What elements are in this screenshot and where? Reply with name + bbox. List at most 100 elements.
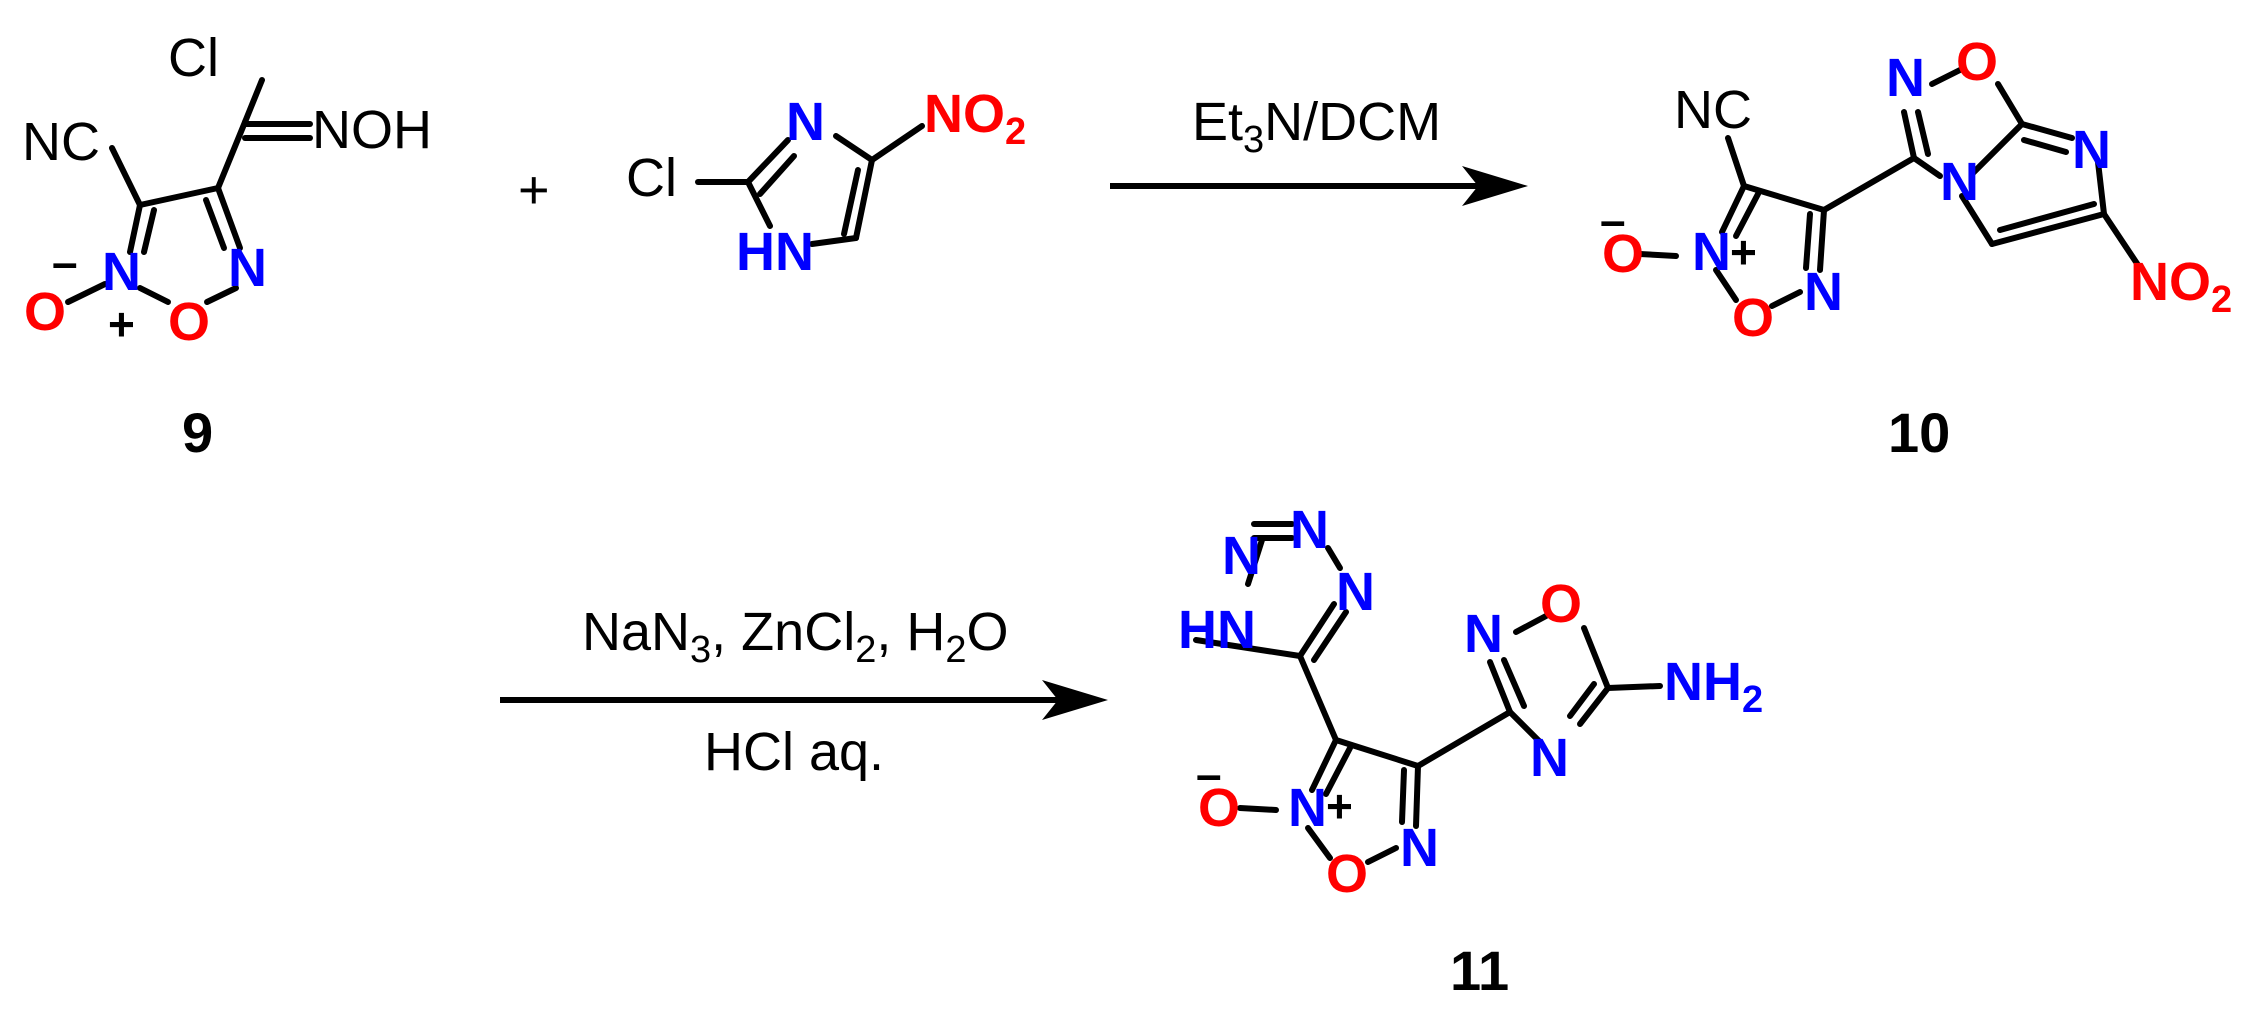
nitroimidazole-structure: Cl N HN NO2 (626, 84, 1026, 282)
compound-label-9: 9 (182, 401, 213, 464)
bond (1513, 613, 1549, 635)
atom-o: O (168, 292, 210, 352)
compound-label-10: 10 (1888, 401, 1950, 464)
bond (1333, 737, 1421, 769)
bond (1915, 109, 1931, 157)
bond (841, 167, 861, 237)
atom-n: N (786, 92, 825, 152)
bond (1193, 637, 1303, 659)
bond (1817, 207, 1827, 273)
atom-o: O (24, 282, 66, 342)
bond (757, 153, 797, 197)
compound-10-structure: NC N N O O – + N O N N NO2 (1600, 32, 2232, 348)
compound-9-structure: Cl NOH NC N N O O – + (22, 28, 432, 352)
atom-cl: Cl (626, 148, 677, 208)
atom-cl: Cl (168, 28, 219, 88)
bond (1567, 681, 1597, 719)
bond (141, 207, 157, 255)
bond (1713, 267, 1739, 303)
bond (65, 281, 108, 305)
bond (1989, 211, 2107, 247)
nitro-group: NO2 (2130, 252, 2232, 321)
bond (1323, 745, 1353, 797)
nitro-group: NO2 (924, 84, 1026, 153)
bond (2101, 211, 2143, 271)
bond (1245, 537, 1265, 587)
bond (1605, 683, 1663, 691)
bond (1959, 193, 1995, 247)
atom-n: N (1288, 778, 1327, 838)
atom-o: O (1198, 778, 1240, 838)
bond (1969, 121, 2025, 177)
bond (2019, 121, 2075, 141)
atom-n: N (1692, 222, 1731, 282)
atom-o: O (1602, 224, 1644, 284)
bond (1577, 685, 1611, 727)
reaction-arrow-2 (500, 680, 1108, 720)
arrow-head (1042, 680, 1108, 720)
bond (109, 145, 143, 208)
bond (1305, 825, 1333, 861)
bond (745, 137, 791, 185)
bond (1399, 767, 1407, 825)
bond (1901, 109, 1917, 161)
bond (1487, 659, 1513, 715)
bond (137, 185, 221, 208)
reagent-hcl-aq: HCl aq. (704, 722, 884, 782)
compound-label-11: 11 (1450, 939, 1509, 1002)
bond (1365, 845, 1399, 865)
bond (127, 202, 143, 255)
bond (1637, 251, 1679, 259)
arrow-head (1462, 166, 1528, 206)
bond (853, 157, 875, 241)
atom-n: N (1400, 818, 1439, 878)
bond (1581, 625, 1611, 691)
bond (1725, 135, 1747, 189)
bond (1929, 67, 1963, 87)
atom-hn: HN (736, 222, 814, 282)
atom-o: O (1540, 574, 1582, 634)
bond (1501, 657, 1527, 709)
charge-minus: – (52, 236, 78, 288)
atom-hn: HN (1178, 600, 1256, 660)
atom-n: N (1886, 48, 1925, 108)
bond (1719, 183, 1747, 235)
atom-o: O (1326, 844, 1368, 904)
bond (1325, 545, 1343, 571)
reagent-nan3-zncl2-h2o: NaN3, ZnCl2, H2O (582, 602, 1009, 671)
bond (1911, 155, 1943, 179)
bond (2095, 159, 2107, 217)
bond (869, 123, 925, 163)
atom-n: N (1530, 728, 1569, 788)
amino-group: NH2 (1664, 652, 1763, 721)
atom-n: N (1940, 152, 1979, 212)
charge-plus: + (1326, 780, 1353, 832)
atom-n: N (1464, 604, 1503, 664)
bond (1995, 81, 2025, 127)
bond (1297, 601, 1337, 659)
atom-n: N (1222, 526, 1261, 586)
bond (1237, 805, 1279, 813)
atom-nc: NC (1674, 80, 1752, 140)
bond (745, 179, 773, 229)
bond (1309, 737, 1339, 793)
atom-o: O (1956, 32, 1998, 92)
bond (1821, 155, 1917, 213)
bond (215, 119, 248, 191)
bond (203, 197, 227, 251)
atom-noh: NOH (312, 100, 432, 160)
bond (1803, 211, 1813, 271)
atom-n: N (228, 238, 267, 298)
reaction-arrow-1 (1110, 166, 1528, 206)
atom-n: N (1290, 500, 1329, 560)
bond (242, 77, 265, 125)
bond (1311, 609, 1349, 663)
plus-sign: + (518, 160, 550, 220)
atom-nc: NC (22, 112, 100, 172)
charge-minus: – (1196, 748, 1222, 800)
bond (1769, 289, 1803, 309)
bond (1733, 191, 1761, 239)
bond (809, 235, 859, 247)
charge-plus: + (108, 298, 135, 350)
